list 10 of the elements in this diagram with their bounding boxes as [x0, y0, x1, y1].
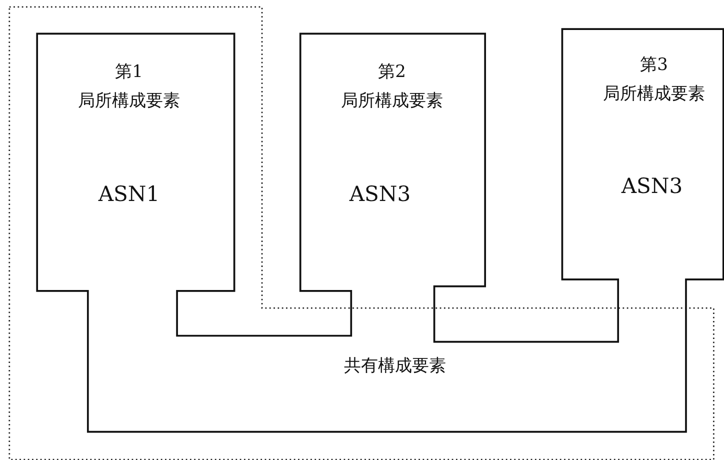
identifier-label: ASN3 [621, 174, 683, 198]
component-label: 局所構成要素 [341, 91, 443, 111]
component-label: 共有構成要素 [344, 356, 446, 376]
component-label: 局所構成要素 [78, 91, 180, 111]
identifier-label: ASN1 [98, 182, 160, 206]
ordinal-label: 第1 [115, 62, 143, 82]
identifier-label: ASN3 [349, 182, 411, 206]
ordinal-label: 第3 [640, 55, 668, 75]
ordinal-label: 第2 [378, 62, 406, 82]
component-label: 局所構成要素 [603, 84, 705, 104]
